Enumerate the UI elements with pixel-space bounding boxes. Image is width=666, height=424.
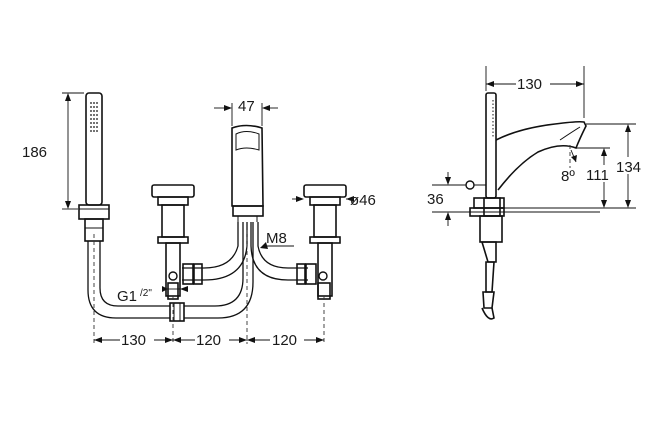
dim-label-186: 186 (22, 144, 47, 161)
dim-label-g-fraction: /2" (140, 288, 152, 299)
dim-diameter-46: ø46 (292, 192, 376, 209)
side-dim-label-111: 111 (586, 167, 609, 184)
side-dim-label-134: 134 (616, 159, 641, 176)
dim-m8: M8 (260, 230, 294, 249)
handshower (78, 92, 110, 242)
side-dim-angle: 8º (561, 145, 577, 185)
dim-label-g-main: G1 (117, 288, 137, 305)
side-dim-label-36: 36 (427, 191, 444, 208)
side-dim-130: 130 (485, 66, 585, 118)
left-valve (151, 184, 195, 300)
right-valve (303, 184, 347, 300)
dim-g-half-inch: G1 /2" (117, 286, 188, 305)
dim-label-130: 130 (121, 332, 146, 349)
center-lines (93, 230, 325, 344)
side-dim-label-angle: 8º (561, 168, 575, 185)
hoses (87, 222, 317, 322)
dim-label-diameter-46: ø46 (350, 192, 376, 209)
dim-186: 186 (22, 92, 84, 210)
dim-spacing: 130 120 120 (94, 332, 324, 349)
handshower-spray-holes (90, 102, 98, 132)
side-dim-heights: 111 134 (504, 123, 648, 209)
dim-label-120-a: 120 (196, 332, 221, 349)
side-spout (495, 120, 587, 191)
side-handshower (485, 92, 497, 199)
side-body (465, 180, 600, 320)
side-dim-36: 36 (427, 172, 470, 226)
dim-47: 47 (214, 98, 278, 126)
spout (231, 124, 264, 222)
dim-label-47: 47 (238, 98, 255, 115)
dim-label-120-b: 120 (272, 332, 297, 349)
side-dim-label-130: 130 (517, 76, 542, 93)
dim-label-m8: M8 (266, 230, 287, 247)
side-view: 130 111 134 8º (427, 66, 648, 320)
front-view: 186 47 ø46 M8 (22, 92, 376, 349)
